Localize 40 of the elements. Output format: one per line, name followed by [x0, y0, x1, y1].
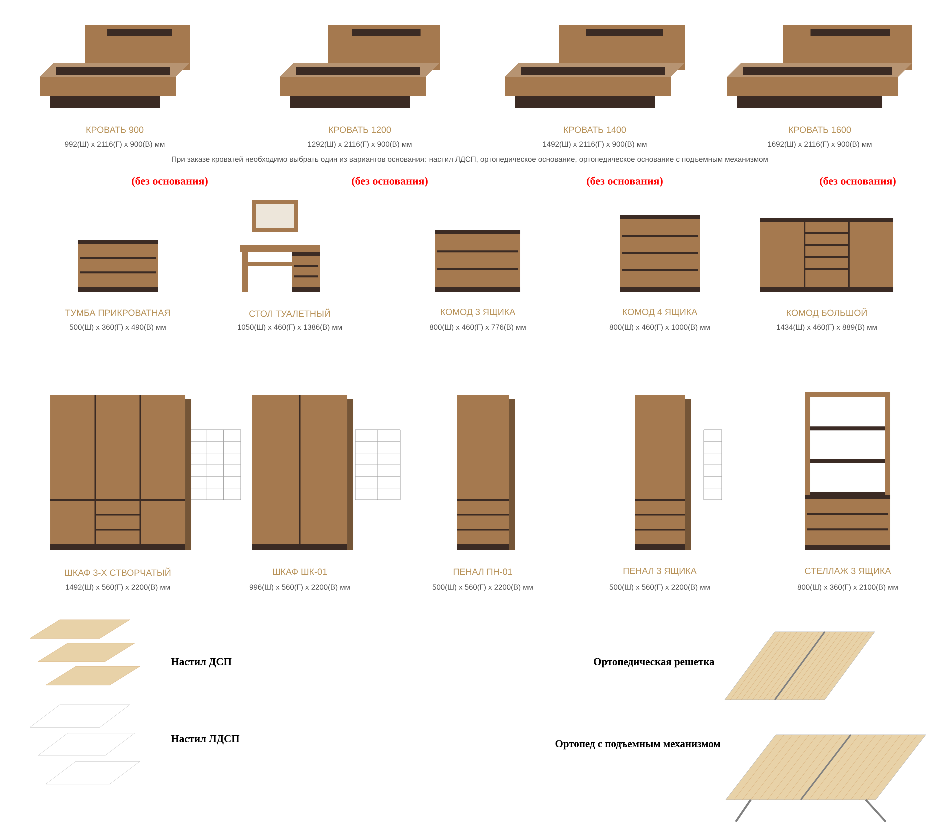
dresser-drawing	[436, 230, 520, 292]
bed-drawing	[40, 25, 190, 108]
wardrobe-drawing	[635, 395, 691, 550]
product-name: СТОЛ ТУАЛЕТНЫЙ	[250, 308, 330, 318]
bookcase-drawing	[806, 392, 890, 550]
product-name: КОМОД 4 ЯЩИКА	[623, 308, 698, 318]
product-name: КРОВАТЬ 1400	[564, 126, 626, 134]
dresser-drawing	[620, 215, 700, 292]
wardrobe-drawing	[50, 395, 192, 550]
option-name: Ортопед с подъемным механизмом	[556, 740, 720, 750]
wardrobe-drawing	[457, 395, 515, 550]
product-name: СТЕЛЛАЖ 3 ЯЩИКА	[805, 568, 892, 576]
product-name: ТУМБА ПРИКРОВАТНАЯ	[66, 310, 170, 316]
bed-drawing	[505, 25, 685, 108]
product-name: КРОВАТЬ 1200	[329, 126, 392, 134]
note-text: (без основания)	[587, 176, 663, 188]
product-name: КОМОД 3 ЯЩИКА	[441, 308, 516, 318]
dresser-drawing	[78, 240, 158, 292]
wardrobe-drawing	[252, 395, 354, 550]
option-name: Ортопедическая решетка	[594, 658, 715, 668]
option-name: Настил ДСП	[171, 658, 232, 668]
product-name: ПЕНАЛ ПН-01	[454, 568, 512, 576]
product-name: КОМОД БОЛЬШОЙ	[787, 308, 867, 318]
board-set-drawing	[30, 620, 140, 686]
dresser-drawing	[760, 218, 894, 292]
board-set-drawing	[30, 704, 140, 785]
option-name: Настил ЛДСП	[171, 735, 240, 745]
product-name: ПЕНАЛ 3 ЯЩИКА	[624, 568, 697, 576]
bed-drawing	[728, 25, 912, 108]
product-name: ШКАФ ШК-01	[273, 568, 328, 576]
note-text: (без основания)	[132, 176, 208, 188]
product-name: КРОВАТЬ 1600	[789, 126, 852, 134]
slatted-base-drawing	[724, 632, 876, 700]
note-text: (без основания)	[820, 176, 896, 188]
product-name: ШКАФ 3-Х СТВОРЧАТЫЙ	[65, 568, 171, 576]
vanity-table-drawing	[240, 200, 320, 292]
product-name: КРОВАТЬ 900	[86, 126, 144, 134]
note-text: (без основания)	[352, 176, 428, 188]
bed-drawing	[280, 25, 440, 108]
lift-base-drawing	[726, 734, 926, 823]
